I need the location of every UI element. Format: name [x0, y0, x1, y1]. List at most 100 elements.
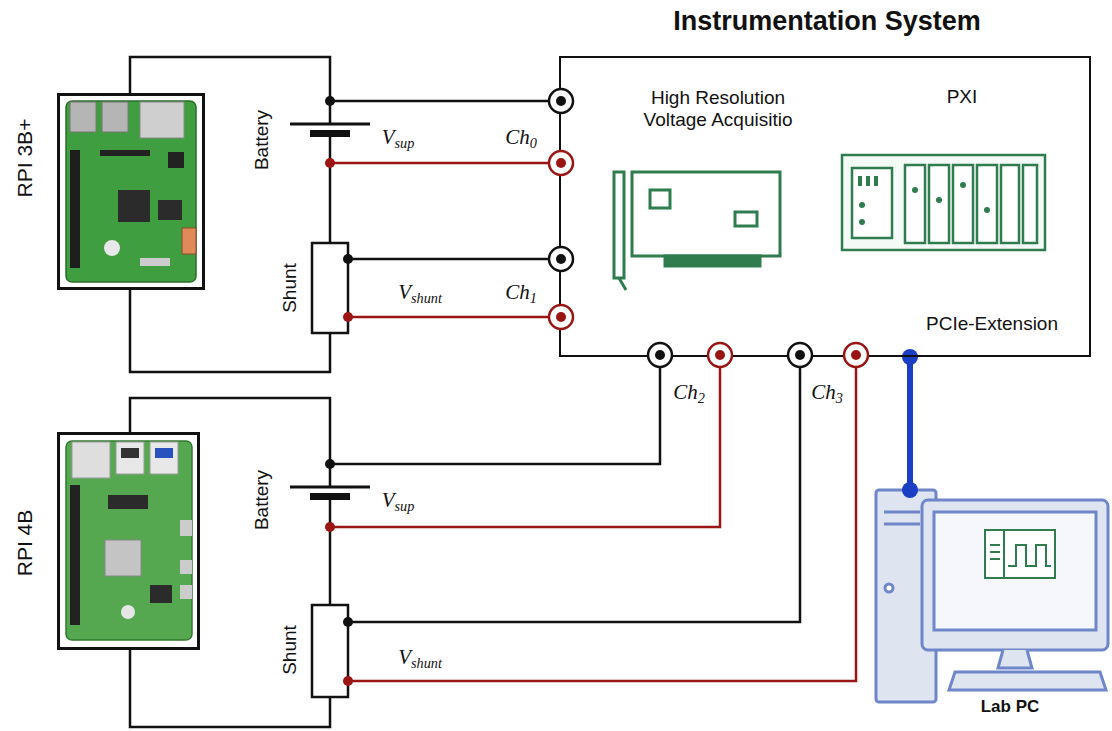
- channel-jack: [556, 158, 566, 168]
- raspberry-pi-board: [168, 152, 184, 168]
- channel-jack: [556, 312, 566, 322]
- raspberry-pi-board: [66, 101, 196, 282]
- instrument-box: Instrumentation System: [559, 56, 1091, 357]
- pxi-chassis-icon: [842, 155, 1045, 250]
- pxi-chassis-icon: [984, 207, 990, 213]
- voltage-name: Vsup: [382, 488, 415, 512]
- symbol-letter: Ch: [505, 125, 530, 149]
- channel-name: Ch0: [505, 125, 537, 149]
- channel-name: Ch1: [505, 280, 537, 304]
- pxi-chassis-icon: [874, 176, 878, 186]
- channel-jack: [788, 343, 812, 367]
- computer-icon: [998, 650, 1032, 668]
- symbol-subscript: shunt: [411, 290, 442, 306]
- channel-jack: [844, 343, 868, 367]
- raspberry-pi-board: [150, 585, 172, 603]
- pxi-chassis-icon: [858, 176, 862, 186]
- daq-card-icon: [735, 212, 757, 226]
- computer-icon: [884, 523, 920, 526]
- pxi-chassis-icon: [1023, 165, 1037, 243]
- channel-jack: [549, 89, 868, 367]
- junction-dot: [325, 96, 335, 106]
- junction-dot: [343, 617, 353, 627]
- wire: [130, 57, 800, 727]
- raspberry-pi-board: [70, 102, 96, 132]
- channel-name: Ch2: [673, 380, 705, 404]
- raspberry-pi-board: [118, 190, 150, 222]
- symbol-letter: Ch: [505, 280, 530, 304]
- device-box: RPI 3B+: [57, 93, 205, 290]
- signal-wire: [330, 367, 720, 527]
- battery-symbol: [290, 124, 370, 137]
- raspberry-pi-board: [182, 228, 196, 254]
- junction-dot: [325, 158, 353, 686]
- daq-card-icon: [614, 172, 780, 290]
- shunt-label: Shunt: [279, 263, 301, 313]
- bus-link: [902, 349, 918, 498]
- signal-wire: [348, 316, 549, 319]
- voltage-name: Vsup: [382, 125, 415, 149]
- signal-wire: [348, 367, 856, 681]
- junction-dot: [325, 158, 335, 168]
- symbol-letter: V: [382, 125, 395, 149]
- channel-jack: [549, 89, 573, 113]
- channel-jack: [851, 350, 861, 360]
- channel-jack: [715, 350, 725, 360]
- channel-jack: [655, 350, 665, 360]
- voltage-name: Vshunt: [398, 645, 442, 669]
- daq-card-icon: [665, 256, 760, 266]
- battery-symbol: [290, 123, 370, 126]
- raspberry-pi-board: [66, 101, 196, 282]
- raspberry-pi-board: [116, 442, 144, 474]
- raspberry-pi-board: [121, 605, 135, 619]
- pxi-chassis-icon: [859, 202, 865, 208]
- raspberry-pi-board: [70, 150, 80, 268]
- daq-card-icon: [619, 278, 626, 290]
- junction-dot: [343, 312, 353, 322]
- junction-dot: [343, 254, 353, 264]
- daq-card-icon: [614, 172, 624, 278]
- node-label: RPI 3B+: [13, 119, 37, 198]
- software-window-icon: [985, 530, 1055, 578]
- software-window-icon: [990, 558, 1000, 560]
- pxi-chassis-icon: [852, 168, 892, 238]
- wire: [330, 100, 549, 103]
- symbol-subscript: shunt: [411, 655, 442, 671]
- symbol-subscript: sup: [395, 135, 415, 151]
- channel-jack: [549, 151, 573, 175]
- voltage-name: Vshunt: [398, 280, 442, 304]
- channel-jack: [556, 96, 566, 106]
- raspberry-pi-board: [104, 240, 120, 256]
- raspberry-pi-board: [180, 585, 192, 599]
- wire: [330, 367, 660, 464]
- computer-icon: [922, 500, 1108, 650]
- battery-label: Battery: [251, 110, 273, 170]
- shunt-resistor: [312, 243, 348, 697]
- software-window-icon: [990, 544, 1000, 546]
- raspberry-pi-board: [180, 560, 192, 574]
- symbol-subscript: 0: [530, 135, 537, 151]
- software-window-icon: [985, 530, 1055, 578]
- wire: [130, 398, 330, 487]
- junction-dot: [325, 522, 335, 532]
- symbol-letter: V: [382, 488, 395, 512]
- shunt-resistor: [312, 605, 348, 697]
- shunt-resistor: [312, 243, 348, 333]
- pxi-chassis-icon: [905, 165, 925, 243]
- pxi-chassis-icon: [842, 155, 1045, 250]
- pxi-chassis-icon: [859, 219, 865, 225]
- channel-jack: [549, 247, 573, 271]
- software-window-icon: [1003, 530, 1005, 578]
- symbol-subscript: 2: [698, 390, 705, 406]
- bus-label: PCIe-Extension: [926, 313, 1058, 335]
- symbol-letter: Ch: [673, 380, 698, 404]
- pxi-chassis-icon: [912, 187, 918, 193]
- raspberry-pi-board: [100, 150, 150, 156]
- raspberry-pi-board: [180, 520, 192, 536]
- shunt-label: Shunt: [279, 625, 301, 675]
- node-label: Lab PC: [981, 697, 1040, 717]
